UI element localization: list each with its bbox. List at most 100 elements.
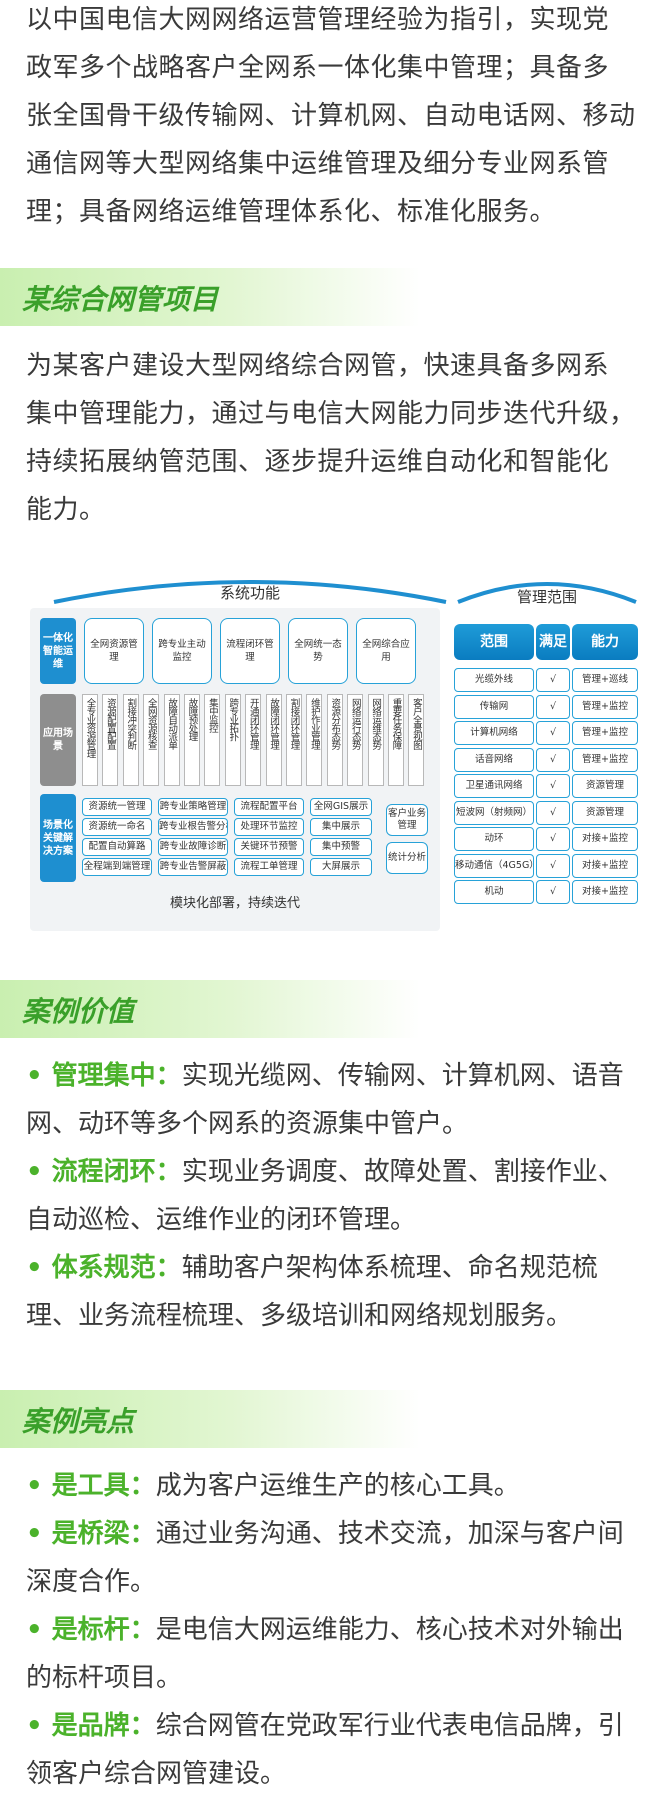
mgmt-cell: √: [536, 853, 570, 878]
mgmt-cell: √: [536, 774, 570, 798]
highlight-item-key: 是品牌：: [26, 1711, 156, 1741]
mgmt-cell: 话音网络: [454, 747, 534, 772]
system-arc: [53, 580, 447, 604]
highlight-item-text: 通过业务沟通、技术交流，加深与客户间深度合作。: [26, 1519, 624, 1597]
highlight-item: 是品牌：综合网管在党政军行业代表电信品牌，引领客户综合网管建设。: [26, 1702, 646, 1798]
value-item-text: 实现业务调度、故障处置、割接作业、自动巡检、运维作业的闭环管理。: [26, 1157, 624, 1235]
function-box: 全网统一态势: [288, 618, 348, 684]
highlight-item-key: 是工具：: [26, 1471, 156, 1501]
highlight-item-text: 成为客户运维生产的核心工具。: [155, 1471, 520, 1501]
value-item-key: 流程闭环：: [26, 1157, 182, 1187]
mgmt-cell: 传输网: [454, 694, 534, 719]
highlight-item-key: 是桥梁：: [26, 1519, 156, 1549]
scenario-cell: 重要任务保障: [388, 694, 404, 786]
mgmt-cell: 机动: [454, 880, 534, 904]
architecture-diagram: 系统功能 管理范围 一体化智能运维 应用场景 场景化关键解决方案 全网资源管理跨…: [30, 572, 642, 934]
function-box: 全网综合应用: [356, 618, 416, 684]
diagram-caption: 模块化部署，持续迭代: [169, 896, 300, 911]
scenario-cell: 故障预处理: [184, 694, 200, 786]
value-item-key: 管理集中：: [26, 1061, 182, 1091]
mgmt-cell: √: [536, 880, 570, 904]
solution-cell: 跨专业故障诊断: [158, 838, 228, 856]
mgmt-cell: √: [536, 694, 570, 719]
mgmt-cell: 对接+监控: [572, 827, 638, 851]
highlight-item-text: 综合网管在党政军行业代表电信品牌，引领客户综合网管建设。: [26, 1711, 624, 1789]
project-line: 集中管理能力，通过与电信大网能力同步迭代升级，: [26, 399, 636, 429]
value-item-key: 体系规范：: [26, 1253, 182, 1283]
mgmt-cell: 资源管理: [572, 800, 638, 825]
row-label-scenarios: 应用场景: [40, 694, 76, 786]
project-line: 能力。: [26, 495, 106, 525]
section-heading-text: 案例价值: [22, 995, 135, 1028]
section-heading-highlights: 案例亮点: [0, 1390, 420, 1448]
mgmt-cell: 管理+监控: [572, 694, 638, 719]
solution-cell: 跨专业告警屏蔽: [158, 858, 228, 876]
project-line: 持续拓展纳管范围、逐步提升运维自动化和智能化: [26, 447, 610, 477]
scenario-cell: 网络运行态势: [347, 694, 364, 786]
highlight-item-key: 是标杆：: [26, 1615, 156, 1645]
scenario-cell: 资源配置配置: [102, 694, 119, 786]
value-item: 管理集中：实现光缆网、传输网、计算机网、语音网、动环等多个网系的资源集中管户。: [26, 1052, 646, 1148]
solution-cell: 跨专业策略管理: [158, 798, 228, 816]
intro-line: 以中国电信大网网络运营管理经验为指引，实现党: [26, 5, 610, 35]
solution-cell: 配置自动算路: [82, 838, 152, 856]
mgmt-cell: 光缆外线: [454, 668, 534, 692]
mgmt-cell: 短波网（射频网）: [454, 800, 534, 825]
mgmt-cell: 卫星通讯网络: [454, 774, 534, 798]
mgmt-cell: 对接+监控: [572, 880, 638, 904]
mgmt-cell: 动环: [454, 827, 534, 851]
mgmt-arc: [457, 582, 637, 604]
highlight-item-text: 是电信大网运维能力、核心技术对外输出的标杆项目。: [26, 1615, 624, 1693]
system-title: 系统功能: [219, 584, 280, 602]
scenario-cell: 割接冲突判断: [122, 694, 139, 786]
mgmt-header: 能力: [572, 624, 638, 660]
solution-cell: 处理环节监控: [234, 818, 304, 836]
mgmt-cell: 资源管理: [572, 774, 638, 798]
mgmt-title: 管理范围: [516, 588, 577, 606]
value-item: 流程闭环：实现业务调度、故障处置、割接作业、自动巡检、运维作业的闭环管理。: [26, 1148, 646, 1244]
scenario-cell: 资源分布态势: [326, 694, 343, 786]
mgmt-cell: 移动通信（4G5G）: [454, 853, 534, 878]
solution-side-box: 统计分析: [386, 842, 428, 874]
scenario-cell: 故障自动派单: [163, 694, 180, 786]
highlight-item: 是桥梁：通过业务沟通、技术交流，加深与客户间深度合作。: [26, 1510, 646, 1606]
solution-cell: 全网GIS展示: [310, 798, 372, 816]
mgmt-cell: 对接+监控: [572, 853, 638, 878]
solution-cell: 集中预警: [310, 838, 372, 856]
intro-line: 通信网等大型网络集中运维管理及细分专业网系管: [26, 149, 610, 179]
mgmt-header: 范围: [454, 624, 534, 660]
intro-line: 理；具备网络运维管理体系化、标准化服务。: [26, 197, 557, 227]
scenario-cell: 全专业资源管理: [82, 694, 98, 786]
row-label-smart-ops: 一体化智能运维: [40, 618, 76, 684]
scenario-cell: 割接闭环管理: [286, 694, 302, 786]
intro-line: 政军多个战略客户全网系一体化集中管理；具备多: [26, 53, 610, 83]
scenario-cell: 跨专业拓扑: [224, 694, 241, 786]
solution-cell: 资源统一命名: [82, 818, 152, 836]
solution-cell: 跨专业根告警分析: [158, 818, 228, 836]
solution-cell: 流程工单管理: [234, 858, 304, 876]
mgmt-header: 满足: [536, 624, 570, 660]
mgmt-cell: √: [536, 747, 570, 772]
scenario-cell: 客户全景视图: [408, 694, 425, 786]
function-box: 跨专业主动监控: [152, 618, 212, 684]
scenario-cell: 故障闭环管理: [265, 694, 282, 786]
solution-cell: 流程配置平台: [234, 798, 304, 816]
solution-cell: 全程端到端管理: [82, 858, 152, 876]
value-item-text: 实现光缆网、传输网、计算机网、语音网、动环等多个网系的资源集中管户。: [26, 1061, 624, 1139]
intro-paragraph: 以中国电信大网网络运营管理经验为指引，实现党 政军多个战略客户全网系一体化集中管…: [26, 0, 646, 236]
function-box: 流程闭环管理: [220, 618, 280, 684]
section-heading-project: 某综合网管项目: [0, 268, 420, 326]
function-box: 全网资源管理: [84, 618, 144, 684]
highlight-item: 是标杆：是电信大网运维能力、核心技术对外输出的标杆项目。: [26, 1606, 646, 1702]
highlight-item: 是工具：成为客户运维生产的核心工具。: [26, 1462, 646, 1510]
mgmt-cell: √: [536, 721, 570, 745]
solution-side-box: 客户业务管理: [386, 804, 428, 836]
mgmt-cell: 管理+巡线: [572, 668, 638, 692]
mgmt-cell: √: [536, 800, 570, 825]
mgmt-cell: 管理+监控: [572, 721, 638, 745]
mgmt-cell: √: [536, 668, 570, 692]
scenario-cell: 网络运维态势: [367, 694, 384, 786]
scenario-cell: 维护作业管理: [306, 694, 323, 786]
project-paragraph: 为某客户建设大型网络综合网管，快速具备多网系 集中管理能力，通过与电信大网能力同…: [26, 342, 646, 534]
